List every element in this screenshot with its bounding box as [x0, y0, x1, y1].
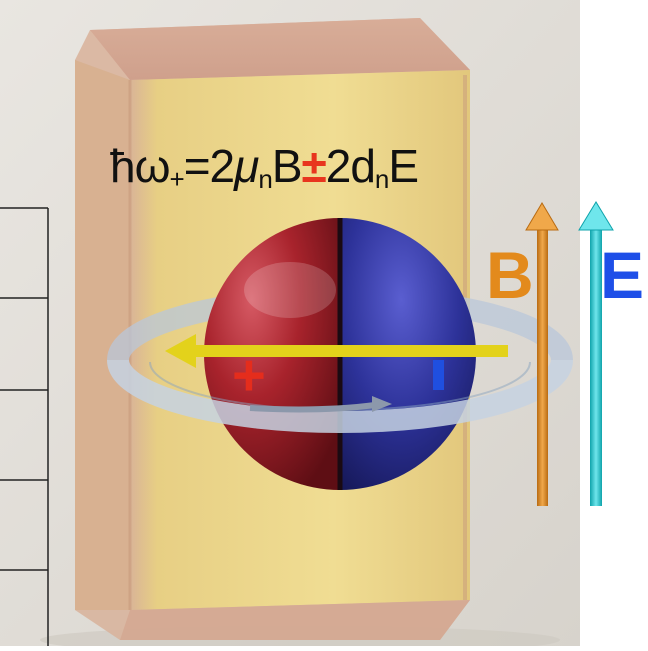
energy-shift-formula: ħω+=2μnB±2dnE — [110, 140, 418, 192]
formula-plus-subscript: + — [170, 164, 184, 194]
formula-two-d: 2d — [326, 140, 375, 192]
formula-d-subscript: n — [375, 164, 388, 194]
formula-e-term: E — [388, 140, 418, 192]
formula-plus-minus: ± — [302, 140, 326, 192]
formula-mu-subscript: n — [258, 164, 271, 194]
formula-mu: μ — [234, 140, 258, 192]
b-field-label: B — [486, 242, 534, 308]
formula-equals-two: =2 — [184, 140, 234, 192]
minus-charge-symbol — [433, 360, 444, 390]
formula-b-term: B — [272, 140, 302, 192]
formula-hbar-omega: ħω — [110, 140, 170, 192]
e-field-label: E — [600, 242, 644, 308]
